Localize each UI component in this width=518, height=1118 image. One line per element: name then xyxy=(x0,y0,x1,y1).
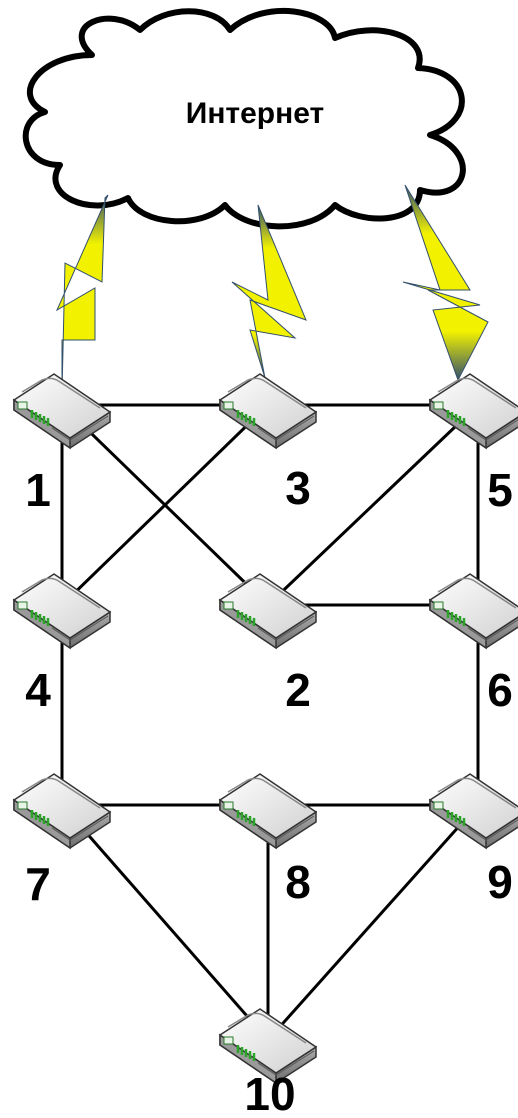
node-label-4: 4 xyxy=(25,664,51,716)
router-ports-7 xyxy=(30,810,50,826)
router-edge-5 xyxy=(467,419,518,441)
router-ridge-7 xyxy=(21,777,101,809)
router-ridge-3 xyxy=(227,377,307,409)
router-screen-4 xyxy=(17,601,28,610)
router-top-10 xyxy=(218,1008,318,1074)
router-ridge-5 xyxy=(437,377,517,409)
lightning-icon-5 xyxy=(402,184,489,382)
router-screen-5 xyxy=(433,401,444,410)
router-edge-1 xyxy=(51,415,109,441)
router-icon-9 xyxy=(428,773,518,850)
router-edge-9 xyxy=(467,819,518,841)
router-edge-10 xyxy=(257,1050,315,1076)
router-icon-7 xyxy=(12,773,112,850)
router-icon-4 xyxy=(12,573,112,650)
router-top-7 xyxy=(12,773,112,839)
router-icon-6 xyxy=(428,573,518,650)
router-ports-6 xyxy=(446,610,466,626)
router-top-6 xyxy=(428,573,518,639)
router-screen-3 xyxy=(223,401,234,410)
node-label-1: 1 xyxy=(25,464,51,516)
link-3-4 xyxy=(60,403,270,607)
link-5-2 xyxy=(266,403,480,607)
router-ports-10 xyxy=(236,1045,256,1061)
link-7-10 xyxy=(60,804,270,1041)
router-ports-8 xyxy=(236,810,256,826)
router-edge-8 xyxy=(257,815,315,841)
uplink-bolts xyxy=(55,184,489,393)
router-icon-5 xyxy=(428,373,518,450)
router-edge-3 xyxy=(257,415,315,441)
node-label-9: 9 xyxy=(487,856,513,908)
router-ridge-2 xyxy=(227,577,307,609)
router-ridge-9 xyxy=(437,777,517,809)
router-ports-2 xyxy=(236,610,256,626)
router-ports-1 xyxy=(30,410,50,426)
lightning-icon-3 xyxy=(231,204,307,379)
router-icon-1 xyxy=(12,373,112,450)
router-ports-4 xyxy=(30,610,50,626)
nodes-layer xyxy=(12,373,518,1085)
router-screen-6 xyxy=(433,601,444,610)
internet-cloud: Интернет xyxy=(22,7,466,230)
router-edge-4 xyxy=(51,615,109,641)
node-label-5: 5 xyxy=(487,464,513,516)
node-label-2: 2 xyxy=(285,664,311,716)
router-ports-3 xyxy=(236,410,256,426)
router-screen-2 xyxy=(223,601,234,610)
router-icon-3 xyxy=(218,373,318,450)
node-label-8: 8 xyxy=(285,856,311,908)
router-screen-1 xyxy=(17,401,28,410)
router-edge-7 xyxy=(51,815,109,841)
router-ridge-4 xyxy=(21,577,101,609)
node-labels: 1 3 5 4 2 6 7 8 9 10 xyxy=(25,462,513,1118)
router-top-3 xyxy=(218,373,318,439)
router-top-1 xyxy=(12,373,112,439)
router-ports-5 xyxy=(446,410,466,426)
router-ridge-1 xyxy=(21,377,101,409)
node-label-7: 7 xyxy=(25,858,51,910)
router-ridge-6 xyxy=(437,577,517,609)
router-top-5 xyxy=(428,373,518,439)
lightning-icon-1 xyxy=(55,194,109,393)
router-screen-8 xyxy=(223,801,234,810)
node-label-10: 10 xyxy=(244,1068,295,1118)
router-top-8 xyxy=(218,773,318,839)
router-edge-6 xyxy=(467,619,518,641)
router-screen-7 xyxy=(17,801,28,810)
router-icon-8 xyxy=(218,773,318,850)
node-label-6: 6 xyxy=(487,664,513,716)
router-screen-10 xyxy=(223,1036,234,1045)
router-top-2 xyxy=(218,573,318,639)
router-top-9 xyxy=(428,773,518,839)
router-top-4 xyxy=(12,573,112,639)
router-ridge-8 xyxy=(227,777,307,809)
link-9-10 xyxy=(266,804,480,1041)
router-ridge-10 xyxy=(227,1012,307,1044)
router-edge-2 xyxy=(257,615,315,641)
node-label-3: 3 xyxy=(285,462,311,514)
router-icon-10 xyxy=(218,1008,318,1085)
links-layer xyxy=(60,403,480,1041)
router-screen-9 xyxy=(433,801,444,810)
cloud-label: Интернет xyxy=(186,97,325,130)
router-ports-9 xyxy=(446,810,466,826)
cloud-icon xyxy=(22,7,466,230)
router-icon-2 xyxy=(218,573,318,650)
